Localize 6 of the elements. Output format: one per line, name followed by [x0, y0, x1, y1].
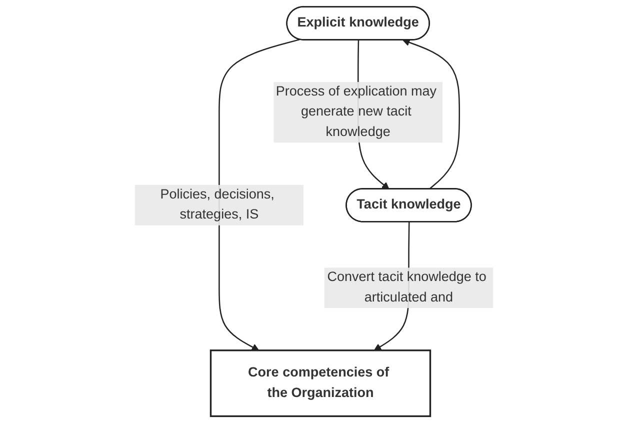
- edge-label: Convert tacit knowledge to articulated and: [327, 270, 486, 305]
- edge-label: Process of explication may generate new tacit knowledge: [276, 84, 437, 140]
- node-box: Core competencies of the Organization: [210, 350, 432, 418]
- edge-label: Policies, decisions, strategies, IS: [160, 187, 274, 222]
- arrow: [218, 38, 300, 351]
- arrow: [402, 38, 460, 190]
